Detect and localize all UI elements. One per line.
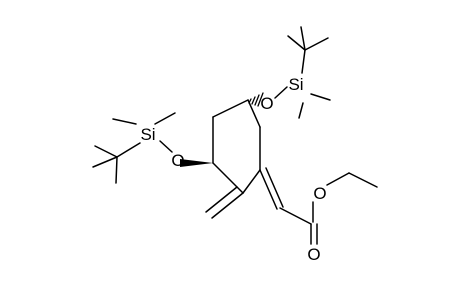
atom-o-ester-single: O: [313, 184, 326, 203]
bond-alkene-b: [265, 167, 284, 208]
bond-tbu-top-1: [287, 35, 306, 51]
bond-ethyl: [348, 172, 378, 188]
bond-vinyl-carbonyl: [279, 207, 312, 225]
bond-tbu-left-2: [92, 156, 118, 168]
hash-bond-top: [248, 92, 264, 107]
atom-o-left: O: [171, 151, 184, 170]
bond-si-tbu-left: [116, 142, 141, 158]
wedge-bond-left: [180, 159, 213, 167]
svg-text:Si: Si: [140, 125, 155, 144]
bond-ring-3: [247, 99, 261, 128]
atom-si-top: Si: [288, 75, 303, 94]
bond-si-tbu-top: [301, 49, 306, 74]
bond-si-methyl-left-1: [112, 118, 137, 125]
atom-si-left: Si: [140, 125, 155, 144]
bond-si-methyl-top-1: [310, 93, 331, 101]
bond-methylene-a: [211, 192, 244, 219]
svg-text:O: O: [313, 184, 326, 203]
bond-o-si-left: [159, 140, 173, 153]
bond-ring-5: [242, 169, 261, 194]
bond-tbu-left-3: [115, 156, 118, 184]
svg-text:O: O: [171, 151, 184, 170]
svg-text:O: O: [307, 245, 320, 264]
bond-si-methyl-top-2: [298, 102, 304, 119]
bond-ring-6: [212, 162, 244, 194]
bond-tbu-top-3: [300, 26, 306, 51]
atom-o-ester-carbonyl: O: [307, 245, 320, 264]
svg-text:Si: Si: [288, 75, 303, 94]
svg-text:O: O: [260, 94, 273, 113]
bond-o-si-top: [274, 86, 288, 99]
bond-alkene-a: [259, 169, 278, 210]
bond-o-ethyl: [326, 172, 350, 186]
bond-tbu-left-1: [94, 145, 118, 158]
bond-tbu-top-2: [304, 37, 329, 51]
bond-methylene-b: [205, 186, 238, 213]
atom-o-top: O: [260, 94, 273, 113]
bond-si-methyl-left-2: [154, 112, 176, 125]
bond-ring-2: [212, 99, 249, 118]
